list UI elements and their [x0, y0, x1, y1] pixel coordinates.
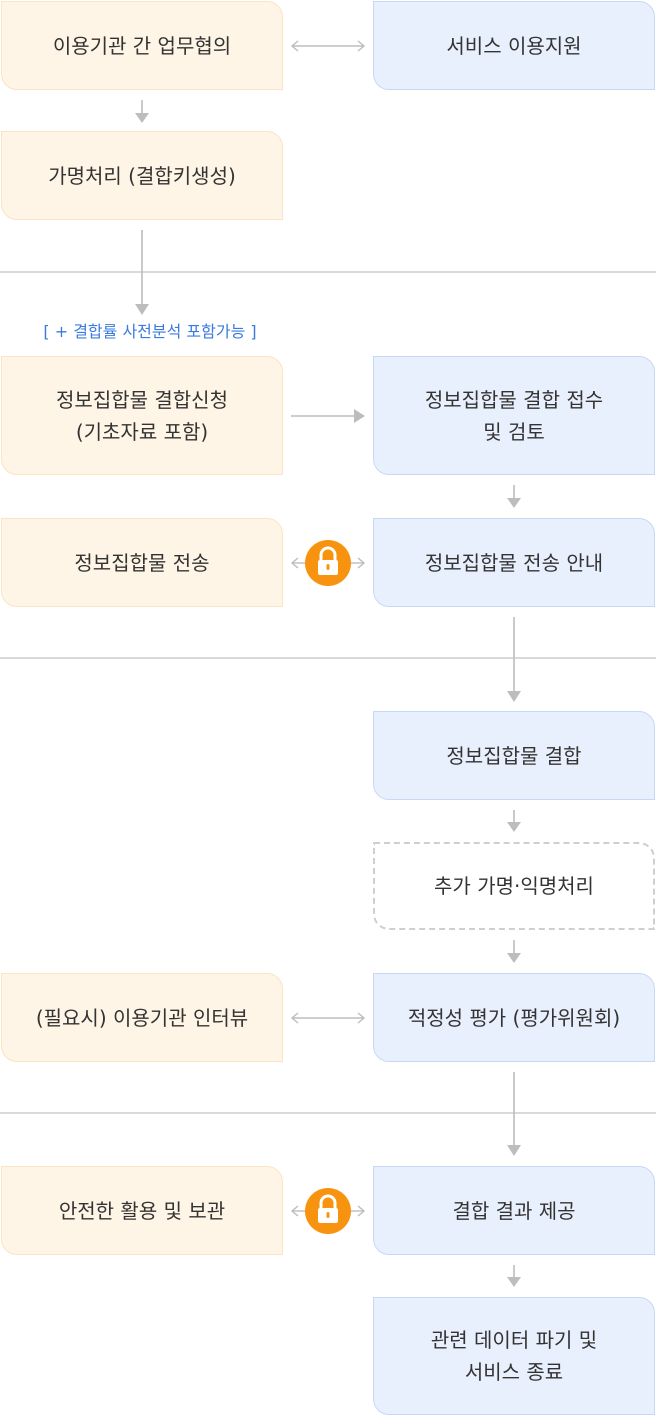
box-result: 결합 결과 제공: [373, 1166, 655, 1255]
box-pseudonym: 가명처리 (결합키생성): [1, 131, 283, 220]
box-transfer-guide: 정보집합물 전송 안내: [373, 518, 655, 607]
lock-icon: [303, 538, 353, 588]
box-consult: 이용기관 간 업무협의: [1, 1, 283, 90]
section-divider-1: [0, 271, 656, 273]
arrow-both-safe-use: [290, 1205, 366, 1217]
arrow-down-combine: [507, 810, 521, 832]
box-evaluation: 적정성 평가 (평가위원회): [373, 973, 655, 1062]
box-safe-use: 안전한 활용 및 보관: [1, 1166, 283, 1255]
arrow-both-transfer: [290, 557, 366, 569]
arrow-down-consult: [135, 100, 149, 123]
arrow-down-pseudonym: [135, 230, 149, 315]
arrow-both-consult-support: [290, 40, 366, 52]
box-destroy: 관련 데이터 파기 및 서비스 종료: [373, 1297, 655, 1415]
box-service-support: 서비스 이용지원: [373, 1, 655, 90]
arrow-right-apply-receive: [291, 409, 365, 423]
section-divider-2: [0, 657, 656, 659]
arrow-down-extra: [507, 940, 521, 963]
box-interview: (필요시) 이용기관 인터뷰: [1, 973, 283, 1062]
box-apply: 정보집합물 결합신청 (기초자료 포함): [1, 356, 283, 475]
box-receive: 정보집합물 결합 접수 및 검토: [373, 356, 655, 475]
arrow-down-transfer-guide: [507, 617, 521, 702]
box-transfer: 정보집합물 전송: [1, 518, 283, 607]
arrow-down-evaluation: [507, 1072, 521, 1156]
arrow-both-interview-evaluation: [290, 1012, 366, 1024]
note-combine-rate: [ + 결합률 사전분석 포함가능 ]: [43, 322, 257, 341]
arrow-down-receive: [507, 485, 521, 508]
box-extra-pseudonym: 추가 가명·익명처리: [373, 842, 655, 930]
box-combine: 정보집합물 결합: [373, 711, 655, 800]
lock-icon: [303, 1186, 353, 1236]
section-divider-3: [0, 1112, 656, 1114]
arrow-down-result: [507, 1265, 521, 1287]
